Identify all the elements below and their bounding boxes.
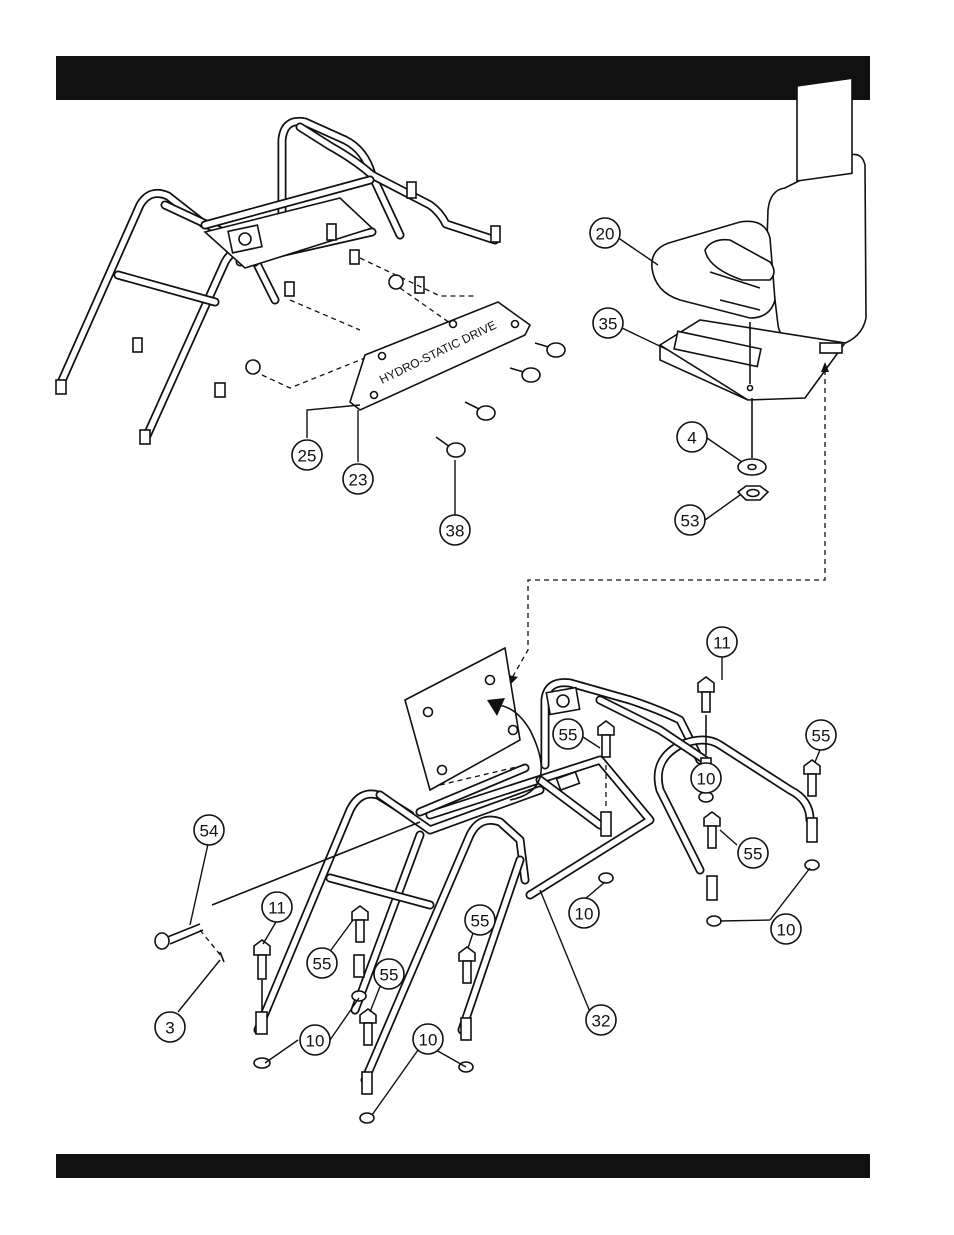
svg-text:3: 3 (165, 1019, 174, 1038)
callout-32: 32 (586, 1005, 616, 1035)
svg-text:25: 25 (298, 447, 317, 466)
callout-35: 35 (593, 308, 623, 338)
callout-10-left: 10 (300, 1025, 330, 1055)
svg-text:11: 11 (713, 634, 731, 653)
hydrostatic-drive-plate: HYDRO-STATIC DRIVE (350, 302, 530, 410)
callout-11-right: 11 (707, 627, 737, 657)
svg-text:4: 4 (687, 429, 696, 448)
callout-55-center: 55 (465, 905, 495, 935)
callout-25: 25 (292, 440, 322, 470)
callout-20: 20 (590, 218, 620, 248)
svg-text:54: 54 (200, 822, 219, 841)
callout-10-bottom: 10 (413, 1024, 443, 1054)
svg-text:10: 10 (575, 905, 594, 924)
svg-text:55: 55 (471, 912, 490, 931)
callout-55-right-lower: 55 (738, 838, 768, 868)
svg-text:55: 55 (559, 726, 578, 745)
svg-text:53: 53 (681, 512, 700, 531)
svg-text:11: 11 (268, 899, 286, 918)
callout-23: 23 (343, 464, 373, 494)
callout-55-left-mid: 55 (307, 948, 337, 978)
callout-53: 53 (675, 505, 705, 535)
svg-text:10: 10 (419, 1031, 438, 1050)
svg-text:38: 38 (446, 522, 465, 541)
callout-4: 4 (677, 422, 707, 452)
callout-55-bottom-left: 55 (374, 959, 404, 989)
callout-10-center-right: 10 (569, 898, 599, 928)
svg-text:23: 23 (349, 471, 368, 490)
svg-text:20: 20 (596, 225, 615, 244)
hardware-lower (254, 677, 820, 1123)
callout-10-right-upper: 10 (691, 763, 721, 793)
callout-55-far-right: 55 (806, 720, 836, 750)
svg-text:10: 10 (697, 770, 716, 789)
svg-text:55: 55 (313, 955, 332, 974)
svg-text:55: 55 (744, 845, 763, 864)
callout-38: 38 (440, 515, 470, 545)
svg-text:10: 10 (777, 921, 796, 940)
lower-frame-assembly (258, 648, 810, 1080)
callout-55-right-center: 55 (553, 719, 583, 749)
callout-11-left: 11 (262, 892, 292, 922)
callout-3: 3 (155, 1012, 185, 1042)
svg-text:55: 55 (812, 727, 831, 746)
seat-assembly (652, 78, 866, 400)
svg-text:10: 10 (306, 1032, 325, 1051)
svg-text:35: 35 (599, 315, 618, 334)
upper-frame-assembly (56, 121, 500, 444)
callout-54: 54 (194, 815, 224, 845)
svg-text:55: 55 (380, 966, 399, 985)
svg-text:32: 32 (592, 1012, 611, 1031)
callout-10-far-right: 10 (771, 914, 801, 944)
